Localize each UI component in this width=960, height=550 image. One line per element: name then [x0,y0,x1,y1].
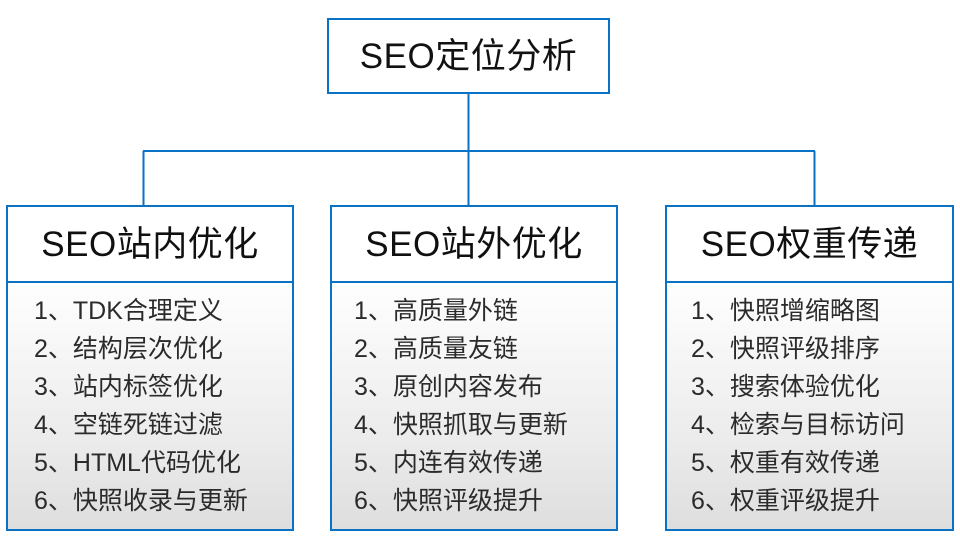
list-item: 1、快照增缩略图 [691,297,880,325]
branch-header-seo-offsite[interactable]: SEO站外优化 [330,205,618,283]
branch-header-seo-weight[interactable]: SEO权重传递 [665,205,954,283]
list-item: 4、检索与目标访问 [691,411,905,439]
list-item: 5、HTML代码优化 [34,449,241,477]
list-item: 2、高质量友链 [354,335,518,363]
list-item: 5、权重有效传递 [691,449,880,477]
branch-title-seo-weight: SEO权重传递 [700,224,919,264]
branch-seo-onsite[interactable]: SEO站内优化 1、TDK合理定义 2、结构层次优化 3、站内标签优化 4、空链… [6,205,294,531]
list-item: 4、快照抓取与更新 [354,411,568,439]
branch-title-seo-offsite: SEO站外优化 [365,224,583,264]
branch-list-seo-onsite: 1、TDK合理定义 2、结构层次优化 3、站内标签优化 4、空链死链过滤 5、H… [8,292,248,520]
list-item: 5、内连有效传递 [354,449,543,477]
branch-list-seo-weight: 1、快照增缩略图 2、快照评级排序 3、搜索体验优化 4、检索与目标访问 5、权… [667,292,905,520]
root-node[interactable]: SEO定位分析 [327,18,610,94]
branch-list-seo-offsite: 1、高质量外链 2、高质量友链 3、原创内容发布 4、快照抓取与更新 5、内连有… [332,292,568,520]
list-item: 3、搜索体验优化 [691,373,880,401]
list-item: 6、快照评级提升 [354,487,543,515]
list-item: 3、原创内容发布 [354,373,543,401]
branch-body-seo-weight: 1、快照增缩略图 2、快照评级排序 3、搜索体验优化 4、检索与目标访问 5、权… [665,283,954,531]
branch-header-seo-onsite[interactable]: SEO站内优化 [6,205,294,283]
list-item: 6、快照收录与更新 [34,487,248,515]
list-item: 2、快照评级排序 [691,335,880,363]
list-item: 6、权重评级提升 [691,487,880,515]
list-item: 4、空链死链过滤 [34,411,223,439]
root-node-label: SEO定位分析 [359,36,578,76]
branch-seo-offsite[interactable]: SEO站外优化 1、高质量外链 2、高质量友链 3、原创内容发布 4、快照抓取与… [330,205,618,531]
branch-seo-weight[interactable]: SEO权重传递 1、快照增缩略图 2、快照评级排序 3、搜索体验优化 4、检索与… [665,205,954,531]
branch-body-seo-offsite: 1、高质量外链 2、高质量友链 3、原创内容发布 4、快照抓取与更新 5、内连有… [330,283,618,531]
list-item: 1、高质量外链 [354,297,518,325]
list-item: 1、TDK合理定义 [34,297,223,325]
list-item: 2、结构层次优化 [34,335,223,363]
branch-title-seo-onsite: SEO站内优化 [41,224,259,264]
list-item: 3、站内标签优化 [34,373,223,401]
branch-body-seo-onsite: 1、TDK合理定义 2、结构层次优化 3、站内标签优化 4、空链死链过滤 5、H… [6,283,294,531]
